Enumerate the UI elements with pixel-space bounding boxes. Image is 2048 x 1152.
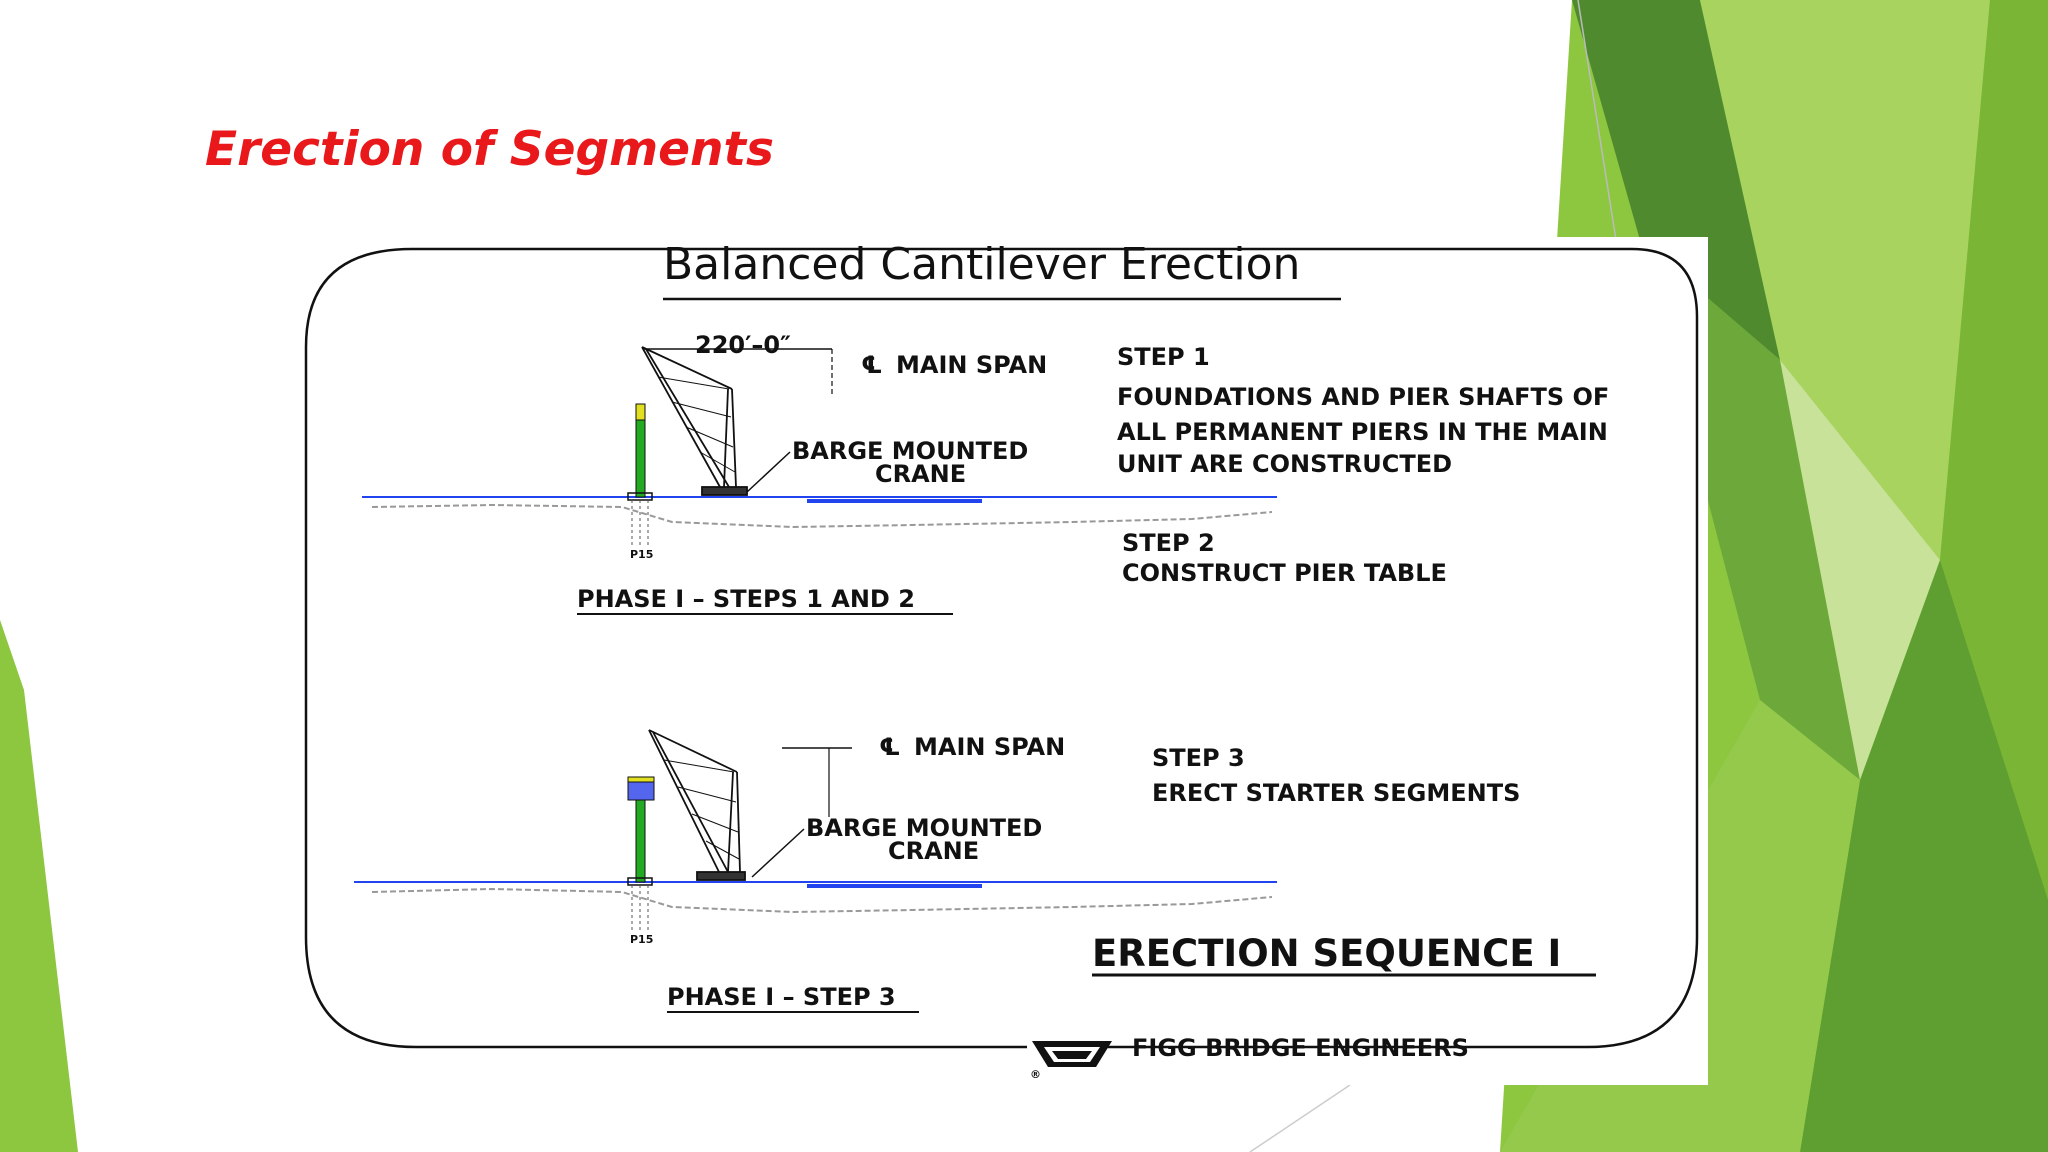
- phase2-drawing: P15 ℄ MAIN SPAN BARGE MOUNTED CRANE PHAS…: [354, 729, 1277, 1013]
- leader-line: [746, 451, 791, 493]
- phase1-caption: PHASE I – STEPS 1 AND 2: [577, 585, 915, 613]
- phase1-notes: STEP 1 FOUNDATIONS AND PIER SHAFTS OF AL…: [1117, 343, 1609, 587]
- step2-heading: STEP 2: [1122, 529, 1215, 557]
- centerline-label: MAIN SPAN: [896, 351, 1047, 379]
- phase1-drawing: P15 220′–0″ ℄ MAIN SPAN BARGE MOUNTED CR…: [362, 331, 1277, 615]
- crane-icon: [648, 729, 746, 881]
- span-dimension: 220′–0″: [695, 331, 791, 359]
- erection-diagram: Balanced Cantilever Erection P15 220′–0″: [304, 239, 1699, 1081]
- green-facet-lower: [1800, 560, 2048, 1152]
- sequence-title: ERECTION SEQUENCE I: [1092, 932, 1561, 975]
- step1-line: UNIT ARE CONSTRUCTED: [1117, 450, 1452, 478]
- pier-cap-marker: [627, 776, 655, 783]
- centerline-label: MAIN SPAN: [914, 733, 1065, 761]
- company-name: FIGG BRIDGE ENGINEERS: [1132, 1034, 1469, 1062]
- green-facet-right-dark: [1940, 0, 2048, 900]
- starter-segment: [627, 779, 655, 801]
- crane-label-line2: CRANE: [888, 837, 979, 865]
- phase2-notes: STEP 3 ERECT STARTER SEGMENTS: [1152, 744, 1520, 807]
- pier-tag: P15: [630, 933, 653, 946]
- green-facet-left-edge: [0, 620, 78, 1152]
- green-facet-light: [1700, 0, 1990, 560]
- crane-label-line1: BARGE MOUNTED: [806, 814, 1042, 842]
- crane-label-line1: BARGE MOUNTED: [792, 437, 1028, 465]
- step1-line: FOUNDATIONS AND PIER SHAFTS OF: [1117, 383, 1609, 411]
- green-facet-dark-top: [1572, 0, 1780, 360]
- step3-text: ERECT STARTER SEGMENTS: [1152, 779, 1520, 807]
- leader-line: [751, 828, 805, 878]
- crane-label-line2: CRANE: [875, 460, 966, 488]
- step1-heading: STEP 1: [1117, 343, 1210, 371]
- seabed-line: [371, 503, 1273, 529]
- centerline-symbol: ℄: [879, 733, 901, 761]
- phase2-caption: PHASE I – STEP 3: [667, 983, 896, 1011]
- diagram-title: Balanced Cantilever Erection: [663, 239, 1300, 290]
- step2-text: CONSTRUCT PIER TABLE: [1122, 559, 1447, 587]
- pier-tag: P15: [630, 548, 653, 561]
- step3-heading: STEP 3: [1152, 744, 1245, 772]
- facet-line: [1249, 1084, 1351, 1152]
- figg-logo-icon: ®: [1030, 1041, 1112, 1081]
- crane-icon: [641, 346, 748, 496]
- step1-line: ALL PERMANENT PIERS IN THE MAIN: [1117, 418, 1608, 446]
- logo-registered-mark: ®: [1030, 1068, 1041, 1081]
- centerline-symbol: ℄: [861, 351, 883, 379]
- diagram-frame: [304, 247, 1699, 1049]
- slide-title: Erection of Segments: [205, 122, 774, 177]
- diagram-panel: Balanced Cantilever Erection P15 220′–0″: [292, 237, 1708, 1085]
- pier-cap-marker: [635, 403, 646, 421]
- facet-line: [1577, 0, 1617, 241]
- seabed-line: [371, 887, 1273, 914]
